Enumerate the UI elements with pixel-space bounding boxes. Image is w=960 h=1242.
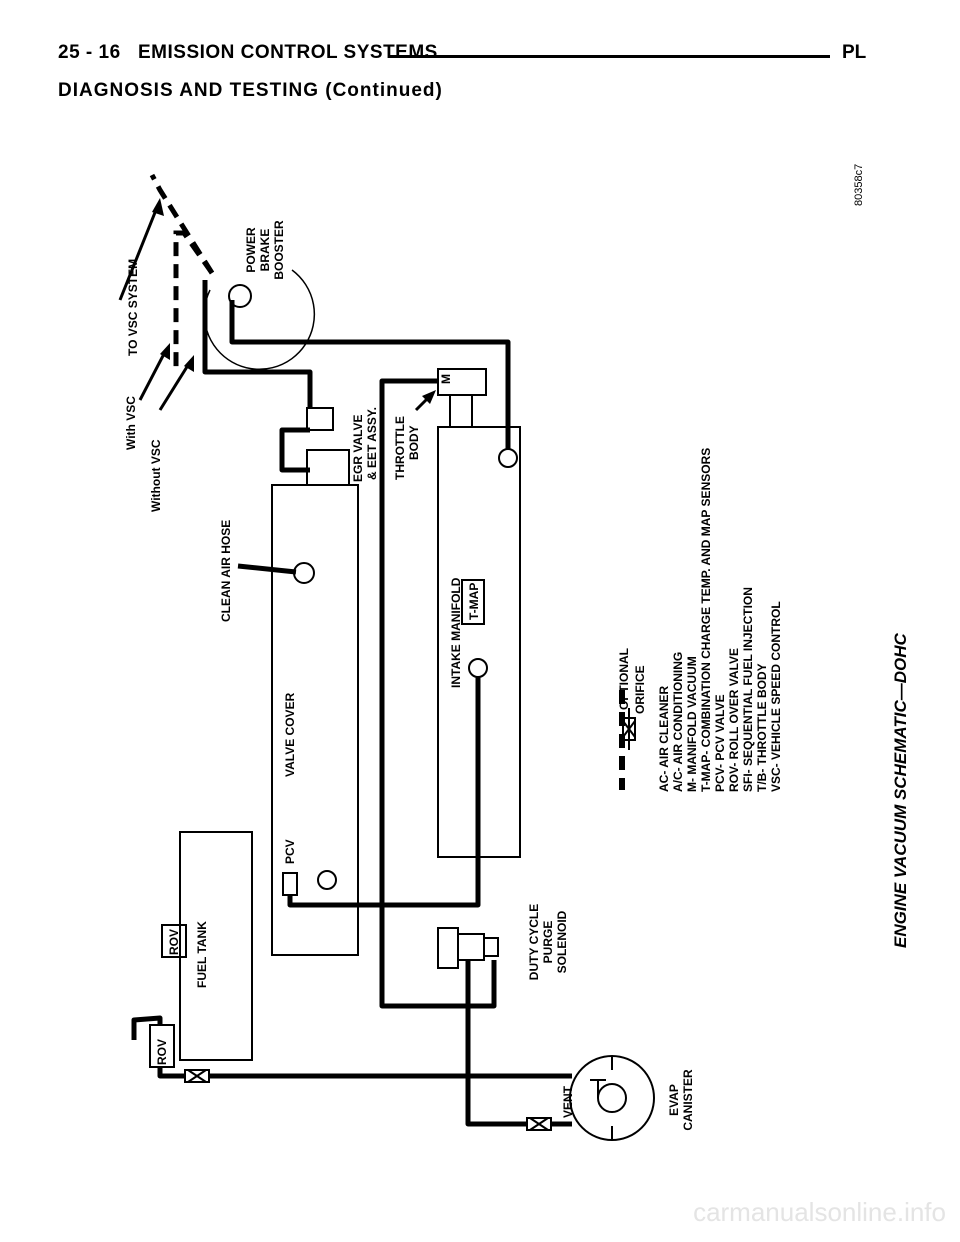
page-number: 25 - 16 [58,42,121,63]
label-vent: VENT [561,1085,575,1118]
label-canister: CANISTER [681,1069,695,1131]
label-solenoid: SOLENOID [555,910,569,973]
egr-base-box [306,449,350,486]
label-valve-cover: VALVE COVER [283,692,297,777]
label-rov-1: ROV [167,929,181,955]
label-throttle: THROTTLE [393,416,407,480]
label-m: M [439,374,453,384]
figure-id: 80358c7 [853,164,865,206]
egr-small-box [306,407,334,431]
label-with-vsc: With VSC [124,396,138,450]
label-duty-cycle: DUTY CYCLE [527,904,541,980]
model-code: PL [842,42,867,63]
optional-lines [149,173,215,370]
throttle-body-box [449,394,473,428]
header-rule [388,55,830,58]
legend-orifice-label: ORIFICE [633,665,647,714]
legend-line-vsc: VSC- VEHICLE SPEED CONTROL [769,601,783,792]
page-subtitle: DIAGNOSIS AND TESTING (Continued) [58,80,443,101]
fuel-tank-box [179,831,253,1061]
legend-abbreviations: AC- AIR CLEANER A/C- AIR CONDITIONING M-… [657,448,783,792]
legend-line-ac: AC- AIR CLEANER [657,685,671,792]
purge-solenoid [437,927,499,969]
legend-line-ac-cond: A/C- AIR CONDITIONING [671,652,685,792]
section-title: EMISSION CONTROL SYSTEMS [138,42,438,63]
legend-line-m: M- MANIFOLD VACUUM [685,656,699,792]
rov-box-1 [161,924,187,958]
clean-air-port [293,562,315,584]
manifold-port [498,448,518,468]
orifice-symbols [184,708,636,1131]
legend-line-rov: ROV- ROLL OVER VALVE [727,648,741,792]
brake-booster [203,269,316,370]
watermark: carmanualsonline.info [693,1197,946,1227]
label-without-vsc: Without VSC [149,439,163,512]
pcv-valve [282,872,298,896]
label-pcv: PCV [283,839,297,864]
label-purge: PURGE [541,921,555,964]
legend-optional-label: OPTIONAL [617,648,631,710]
label-booster: BOOSTER [272,220,286,280]
label-power: POWER [244,227,258,273]
label-to-vsc-system: TO VSC SYSTEM [126,259,140,356]
label-egr-assy: & EET ASSY. [365,407,379,480]
label-body: BODY [407,425,421,460]
figure-caption: ENGINE VACUUM SCHEMATIC—DOHC [891,632,910,948]
label-clean-air-hose: CLEAN AIR HOSE [219,520,233,622]
t-map-box [461,579,485,625]
label-fuel-tank: FUEL TANK [195,921,209,988]
leader-lines [118,204,434,412]
label-brake: BRAKE [258,229,272,272]
label-egr-valve: EGR VALVE [351,414,365,482]
legend-line-pcv: PCV- PCV VALVE [713,694,727,792]
legend-line-sfi: SFI- SEQUENTIAL FUEL INJECTION [741,587,755,792]
vacuum-hoses [131,280,572,1127]
label-intake-manifold: INTAKE MANIFOLD [449,577,463,688]
legend-line-tmap: T-MAP- COMBINATION CHARGE TEMP. AND MAP … [699,448,713,792]
label-rov-2: ROV [155,1039,169,1065]
legend-line-tb: T/B- THROTTLE BODY [755,663,769,792]
label-t-map: T-MAP [467,583,481,620]
t-map-port [468,658,488,678]
label-evap: EVAP [667,1084,681,1116]
